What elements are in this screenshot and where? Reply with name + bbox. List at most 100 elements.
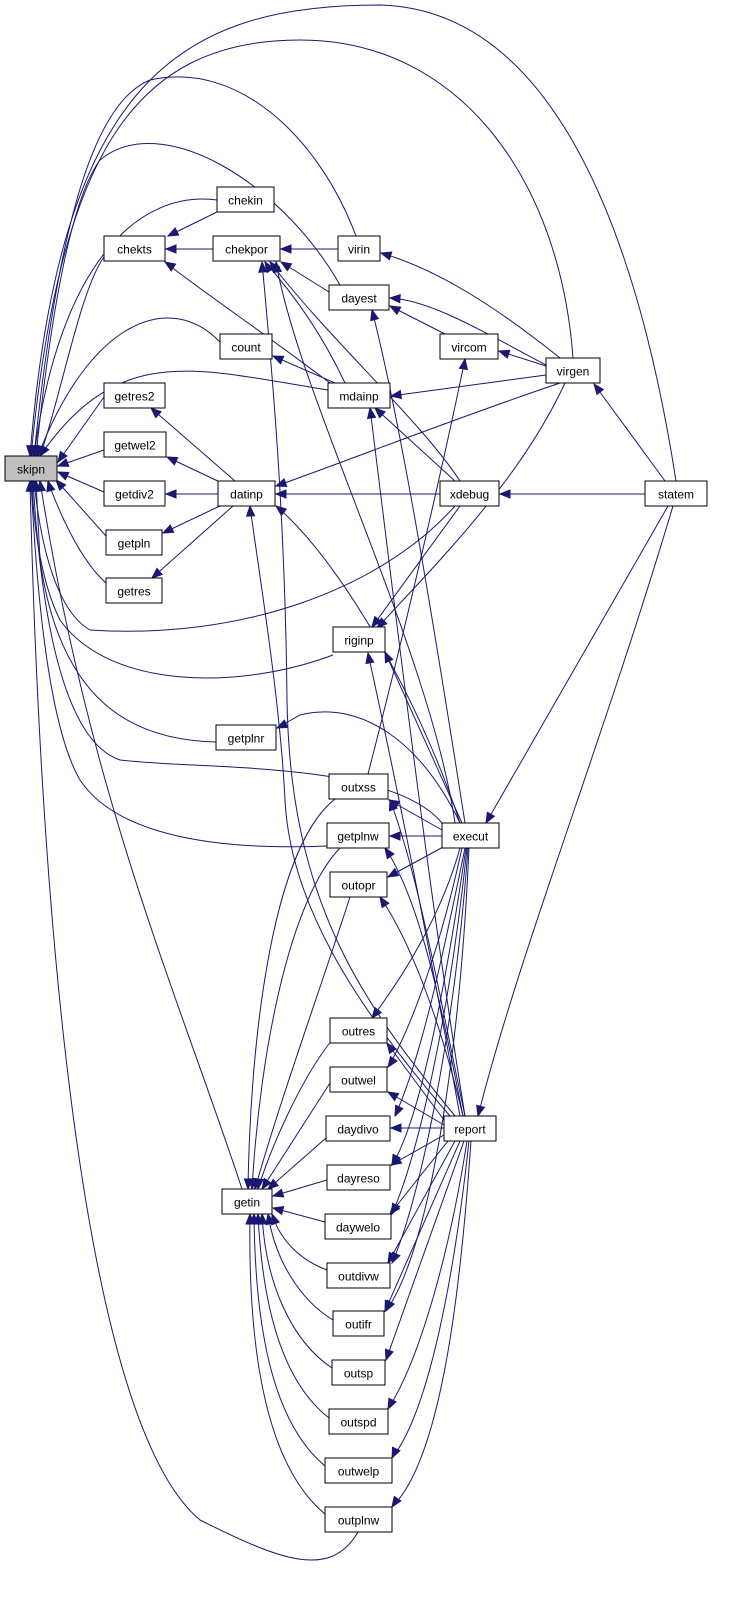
arrowhead-report-datinp xyxy=(245,504,256,517)
node-outwelp[interactable]: outwelp xyxy=(324,1457,393,1484)
node-box-statem xyxy=(644,480,708,507)
node-daydivo[interactable]: daydivo xyxy=(325,1115,391,1142)
node-box-execut xyxy=(441,822,500,849)
node-outdivw[interactable]: outdivw xyxy=(326,1262,391,1289)
node-box-outwelp xyxy=(324,1457,393,1484)
node-getwel2[interactable]: getwel2 xyxy=(103,431,167,458)
arrowhead-mdainp-chekts xyxy=(163,261,177,272)
node-report[interactable]: report xyxy=(443,1115,497,1142)
node-box-riginp xyxy=(332,626,386,653)
edge-report-riginp xyxy=(367,652,461,1117)
node-virgen[interactable]: virgen xyxy=(545,357,601,384)
arrowhead-virgen-datinp xyxy=(274,478,288,487)
node-label-riginp: riginp xyxy=(344,634,374,648)
edge-execut-dayreso xyxy=(391,847,467,1166)
edge-daydivo-getin xyxy=(267,1137,327,1190)
node-label-skipn: skipn xyxy=(17,463,45,477)
node-outopr[interactable]: outopr xyxy=(329,871,388,898)
node-xdebug[interactable]: xdebug xyxy=(439,480,500,507)
arrowhead-report-outxss xyxy=(388,798,398,812)
node-vircom[interactable]: vircom xyxy=(439,333,499,360)
node-outspd[interactable]: outspd xyxy=(328,1408,389,1435)
node-label-virin: virin xyxy=(348,243,370,257)
edge-getpln-skipn xyxy=(55,479,107,537)
edge-getres-skipn xyxy=(47,480,107,584)
arrowhead-outifr-getin xyxy=(265,1212,275,1226)
node-daywelo[interactable]: daywelo xyxy=(324,1213,392,1240)
edge-outres-getin xyxy=(257,1039,333,1190)
arrowhead-chekpor-chekts xyxy=(164,244,177,254)
arrowhead-xdebug-riginp xyxy=(371,615,383,629)
arrowhead-virgen-mdainp xyxy=(389,389,403,400)
arrowhead-virgen-virin xyxy=(379,251,393,261)
node-virin[interactable]: virin xyxy=(337,235,381,262)
node-getplnr[interactable]: getplnr xyxy=(215,724,277,751)
node-outxss[interactable]: outxss xyxy=(328,773,389,800)
edge-report-outplnw xyxy=(391,1140,472,1508)
node-getin[interactable]: getin xyxy=(221,1188,273,1215)
node-outifr[interactable]: outifr xyxy=(332,1310,385,1337)
node-statem[interactable]: statem xyxy=(644,480,708,507)
node-getres2[interactable]: getres2 xyxy=(103,382,166,409)
node-outsp[interactable]: outsp xyxy=(331,1359,386,1386)
arrowhead-report-mdainp xyxy=(366,406,377,420)
arrowhead-execut-daydivo xyxy=(394,1104,404,1118)
node-getpln[interactable]: getpln xyxy=(105,529,163,556)
node-outplnw[interactable]: outplnw xyxy=(324,1506,393,1533)
arrowhead-execut-riginp xyxy=(384,650,394,664)
node-label-outwelp: outwelp xyxy=(338,1465,380,1479)
node-outwel[interactable]: outwel xyxy=(329,1066,388,1093)
node-box-daywelo xyxy=(324,1213,392,1240)
node-box-getdiv2 xyxy=(103,480,166,507)
arrowhead-report-outwel xyxy=(386,1091,400,1102)
arrowhead-statem-execut xyxy=(485,811,496,825)
node-count[interactable]: count xyxy=(219,333,273,360)
node-chekts[interactable]: chekts xyxy=(103,235,166,262)
node-box-outspd xyxy=(328,1408,389,1435)
node-box-dayreso xyxy=(326,1164,391,1191)
edge-execut-outres xyxy=(371,847,461,1019)
node-chekin[interactable]: chekin xyxy=(216,186,275,213)
edge-virgen-virin xyxy=(380,252,561,359)
node-box-outopr xyxy=(329,871,388,898)
node-box-dayest xyxy=(328,284,390,311)
node-label-outres: outres xyxy=(342,1025,375,1039)
edge-outwel-getin xyxy=(261,1082,331,1190)
node-label-dayreso: dayreso xyxy=(337,1172,380,1186)
arrowhead-execut-outres xyxy=(371,1006,383,1020)
node-getres[interactable]: getres xyxy=(105,577,163,604)
node-getplnw[interactable]: getplnw xyxy=(326,822,390,849)
node-box-virgen xyxy=(545,357,601,384)
edge-report-outxss xyxy=(389,799,466,1117)
edge-statem-skipn xyxy=(29,4,677,482)
node-box-skipn xyxy=(4,455,58,482)
arrowhead-virgen-dayest xyxy=(388,293,401,304)
edge-outplnw-getin xyxy=(249,1213,326,1515)
edge-outwelp-getin xyxy=(253,1213,326,1467)
node-execut[interactable]: execut xyxy=(441,822,500,849)
node-label-report: report xyxy=(454,1123,486,1137)
edge-count-skipn xyxy=(37,317,221,457)
node-chekpor[interactable]: chekpor xyxy=(212,235,281,262)
arrowhead-getdiv2-skipn xyxy=(56,471,70,481)
edge-mdainp-count xyxy=(272,355,336,384)
edge-report-mdainp xyxy=(369,407,466,1117)
node-label-chekpor: chekpor xyxy=(225,243,268,257)
node-label-execut: execut xyxy=(453,830,489,844)
node-skipn[interactable]: skipn xyxy=(4,455,58,482)
edge-execut-riginp xyxy=(384,651,463,824)
edge-execut-outwel xyxy=(387,847,463,1068)
edge-outspd-getin xyxy=(257,1213,330,1419)
node-mdainp[interactable]: mdainp xyxy=(327,382,391,409)
node-dayest[interactable]: dayest xyxy=(328,284,390,311)
node-riginp[interactable]: riginp xyxy=(332,626,386,653)
arrowhead-report-outwelp xyxy=(391,1446,401,1460)
node-dayreso[interactable]: dayreso xyxy=(326,1164,391,1191)
node-datinp[interactable]: datinp xyxy=(217,480,276,507)
node-outres[interactable]: outres xyxy=(329,1017,388,1044)
node-getdiv2[interactable]: getdiv2 xyxy=(103,480,166,507)
edge-mdainp-chekts xyxy=(164,261,331,384)
node-label-outifr: outifr xyxy=(345,1318,372,1332)
arrowhead-execut-datinp xyxy=(274,505,288,517)
edge-execut-outopr xyxy=(387,845,446,878)
